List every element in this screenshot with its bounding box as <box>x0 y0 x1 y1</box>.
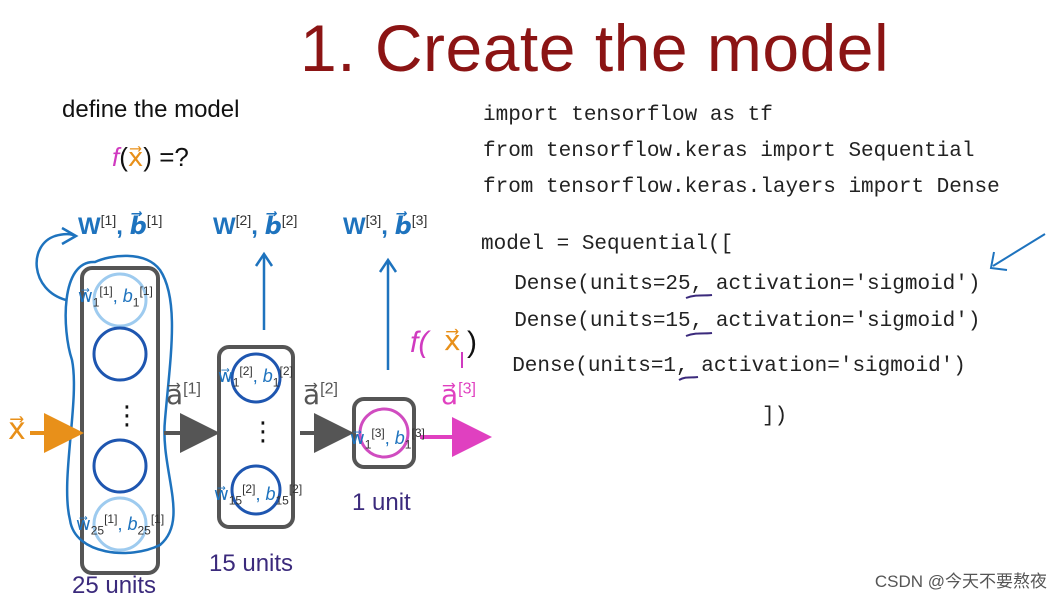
layer3-params-label: W[3], b⃗[3] <box>343 212 428 240</box>
code-line-4: model = Sequential([ <box>481 233 734 256</box>
code-line-7: Dense(units=1, activation='sigmoid') <box>487 355 966 378</box>
layer1-annotation-arrow <box>35 232 76 302</box>
code-line-3: from tensorflow.keras.layers import Dens… <box>483 176 1000 199</box>
layer3-neuron-params: w⃗1[3], b1[3] <box>350 426 425 452</box>
layer1-neuron25-params: w⃗25[1], b25[1] <box>76 512 165 538</box>
layer2-ellipsis: ⋮ <box>250 416 276 446</box>
fx-annotation: f( <box>410 326 431 359</box>
layer3-box <box>352 397 416 469</box>
layer1-units-label: 25 units <box>72 572 157 599</box>
a3-label: a⃗[3] <box>441 379 476 410</box>
layer2-neuron-1 <box>230 352 282 404</box>
code-line-6: Dense(units=15, activation='sigmoid') <box>489 310 981 333</box>
layer1-neuron-3 <box>92 438 148 494</box>
layer1-annotation-outline <box>64 254 175 555</box>
layer2-params-label: W[2], b⃗[2] <box>213 212 298 240</box>
layer2-units-label: 15 units <box>209 550 294 577</box>
watermark: CSDN @今天不要熬夜 <box>874 572 1047 591</box>
code-line-2: from tensorflow.keras import Sequential <box>483 140 975 163</box>
layer3-units-label: 1 unit <box>352 489 411 516</box>
underline-1 <box>678 376 699 381</box>
layer1-neuron1-params: w⃗1[1], b1[1] <box>78 284 153 310</box>
layer1-neuron-2 <box>92 326 148 382</box>
layer1-ellipsis: ⋮ <box>114 400 140 430</box>
a2-label: a⃗[2] <box>303 379 338 410</box>
slide-title: 1. Create the model <box>300 11 890 85</box>
layer2-neuron1-params: w⃗1[2], b1[2] <box>218 364 293 390</box>
underline-15 <box>685 332 713 337</box>
layer2-neuron15-params: w⃗15[2], b15[2] <box>214 482 303 508</box>
layer1-neuron-1 <box>92 272 148 328</box>
layer1-params-label: W[1], b⃗[1] <box>78 212 163 240</box>
code-line-1: import tensorflow as tf <box>483 104 773 127</box>
layer1-neuron-4 <box>92 496 148 552</box>
svg-text:): ) <box>467 326 477 359</box>
layer3-neuron <box>358 407 410 459</box>
code-annotation-arrow <box>992 233 1046 267</box>
model-function-label: f(x⃗) =? <box>112 142 189 172</box>
layer2-neuron-2 <box>230 464 282 516</box>
a1-label: a⃗[1] <box>166 379 201 410</box>
input-x-label: x⃗ <box>8 413 26 446</box>
svg-text:x⃗: x⃗ <box>444 325 461 356</box>
code-line-5: Dense(units=25, activation='sigmoid') <box>489 273 981 296</box>
define-model-label: define the model <box>62 96 240 123</box>
underline-25 <box>685 294 713 299</box>
code-line-8: ]) <box>762 405 788 428</box>
